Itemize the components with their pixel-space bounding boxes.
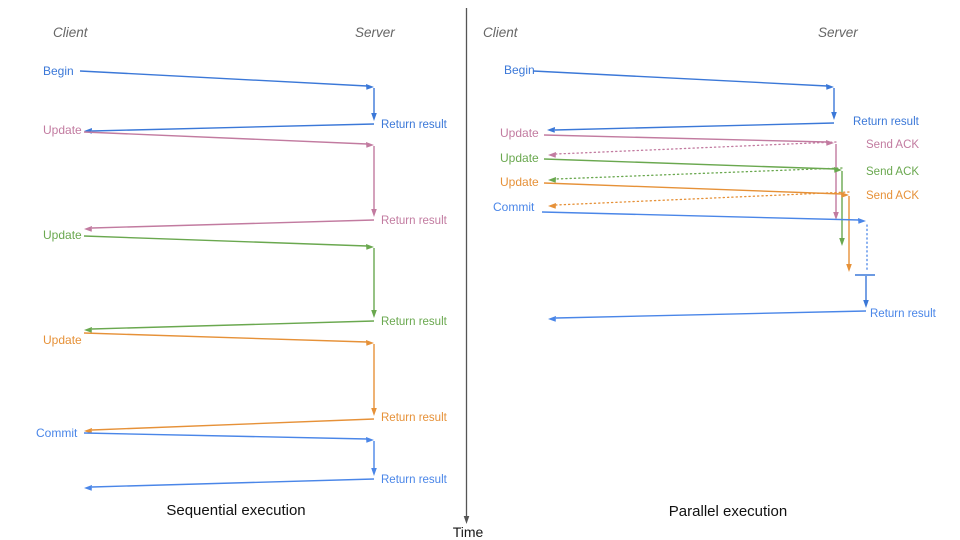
request-arrowhead-right (366, 142, 374, 148)
message-begin: Begin Return result (504, 63, 920, 133)
server-arrowhead-down (371, 468, 377, 476)
server-arrowhead-down (846, 264, 852, 272)
response-label: Send ACK (866, 139, 919, 151)
request-arrowhead-right (826, 84, 834, 90)
request-line (543, 182, 843, 195)
response-label: Send ACK (866, 166, 919, 178)
commit-wait (855, 274, 875, 308)
response-line (91, 418, 375, 431)
commit-return-arrowhead-down (863, 300, 869, 308)
request-line (543, 134, 828, 143)
parallel-title: Parallel execution (669, 503, 787, 520)
message-update-1: Update Send ACK (500, 126, 919, 220)
request-label: Update (500, 126, 539, 140)
request-arrowhead-right (858, 218, 866, 224)
response-label: Return result (853, 116, 920, 128)
time-label: Time (453, 524, 484, 540)
message-update-3: Update Send ACK (500, 175, 919, 272)
request-arrowhead-right (366, 244, 374, 250)
request-arrowhead-right (841, 192, 849, 198)
request-line (79, 70, 368, 87)
request-arrowhead-right (366, 84, 374, 90)
request-line (532, 70, 828, 87)
request-arrowhead-right (366, 437, 374, 443)
message-commit: Commit Return result (36, 426, 448, 491)
parallel-diagram: Client Server Begin Return result Update… (483, 25, 937, 520)
sequential-diagram: Client Server Begin Return result Update… (36, 25, 448, 519)
response-label: Send ACK (866, 190, 919, 202)
request-arrowhead-right (826, 140, 834, 146)
client-header: Client (53, 25, 89, 40)
response-label: Return result (381, 316, 448, 328)
server-header: Server (818, 25, 858, 40)
request-line (83, 332, 368, 343)
ack-arrowhead-left (548, 203, 556, 209)
request-label: Update (43, 228, 82, 242)
response-label: Return result (381, 412, 448, 424)
ack-arrowhead-left (548, 177, 556, 183)
response-line (555, 310, 867, 319)
request-label: Update (500, 175, 539, 189)
request-label: Begin (43, 64, 74, 78)
server-arrowhead-down (833, 212, 839, 220)
server-header: Server (355, 25, 395, 40)
request-label: Update (500, 151, 539, 165)
response-arrowhead-left (84, 485, 92, 491)
request-line (541, 211, 860, 221)
response-arrowhead-left (547, 127, 555, 133)
message-update-1: Update Return result (43, 123, 448, 232)
server-arrowhead-down (831, 112, 837, 120)
request-line (543, 158, 836, 170)
response-line (554, 122, 835, 131)
server-arrowhead-down (371, 113, 377, 121)
message-commit: Commit Return result (493, 200, 937, 322)
server-arrowhead-down (371, 408, 377, 416)
response-line (91, 219, 375, 229)
response-line (91, 320, 375, 330)
response-label: Return result (381, 215, 448, 227)
ack-dotted-line (555, 141, 837, 155)
sequential-title: Sequential execution (166, 502, 305, 519)
request-line (83, 432, 368, 440)
response-arrowhead-left (84, 327, 92, 333)
time-axis-arrowhead-down (463, 516, 470, 524)
request-label: Commit (493, 200, 535, 214)
response-label: Return result (381, 119, 448, 131)
response-arrowhead-left (84, 226, 92, 232)
request-label: Update (43, 333, 82, 347)
ack-dotted-line (555, 191, 850, 206)
ack-arrowhead-left (548, 152, 556, 158)
message-begin: Begin Return result (43, 64, 448, 134)
request-line (83, 235, 368, 247)
server-arrowhead-down (839, 238, 845, 246)
request-arrowhead-right (366, 340, 374, 346)
request-label: Update (43, 123, 82, 137)
ack-dotted-line (555, 167, 843, 180)
message-update-2: Update Send ACK (500, 151, 919, 246)
request-line (83, 131, 368, 145)
request-label: Begin (504, 63, 535, 77)
response-label: Return result (381, 474, 448, 486)
response-arrowhead-left (84, 428, 92, 434)
message-update-3: Update Return result (43, 332, 448, 434)
server-arrowhead-down (371, 310, 377, 318)
response-arrowhead-left (548, 316, 556, 322)
response-line (91, 123, 375, 132)
response-label: Return result (870, 308, 937, 320)
message-update-2: Update Return result (43, 228, 448, 333)
response-line (91, 478, 375, 488)
client-header: Client (483, 25, 519, 40)
time-axis: Time (453, 8, 484, 540)
server-arrowhead-down (371, 209, 377, 217)
request-label: Commit (36, 426, 78, 440)
